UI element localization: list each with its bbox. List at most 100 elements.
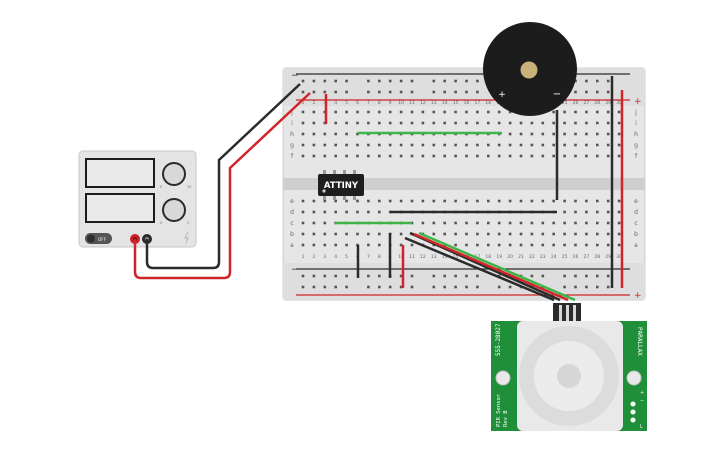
breadboard-hole[interactable]: [487, 199, 490, 203]
breadboard-hole[interactable]: [552, 154, 555, 158]
breadboard-hole[interactable]: [432, 110, 436, 114]
breadboard-hole[interactable]: [301, 285, 305, 289]
breadboard-hole[interactable]: [312, 110, 316, 114]
breadboard-hole[interactable]: [465, 221, 468, 225]
breadboard-hole[interactable]: [574, 199, 577, 203]
breadboard-hole[interactable]: [530, 143, 534, 147]
breadboard-hole[interactable]: [345, 90, 348, 94]
breadboard-hole[interactable]: [301, 121, 305, 125]
breadboard-hole[interactable]: [530, 154, 534, 158]
breadboard-hole[interactable]: [399, 285, 403, 289]
breadboard-hole[interactable]: [301, 154, 305, 158]
breadboard-hole[interactable]: [596, 232, 599, 236]
breadboard-hole[interactable]: [367, 274, 370, 278]
breadboard-hole[interactable]: [367, 285, 370, 289]
piezo-buzzer[interactable]: + −: [483, 22, 577, 116]
breadboard-hole[interactable]: [585, 110, 588, 114]
breadboard-hole[interactable]: [312, 243, 316, 247]
breadboard-hole[interactable]: [476, 199, 479, 203]
breadboard-hole[interactable]: [497, 285, 501, 289]
breadboard-hole[interactable]: [497, 232, 501, 236]
breadboard-hole[interactable]: [617, 221, 621, 225]
breadboard-hole[interactable]: [585, 90, 588, 94]
breadboard-hole[interactable]: [476, 232, 479, 236]
breadboard-hole[interactable]: [465, 274, 468, 278]
breadboard-hole[interactable]: [530, 132, 534, 136]
breadboard-hole[interactable]: [563, 210, 566, 214]
breadboard-hole[interactable]: [454, 285, 457, 289]
breadboard-hole[interactable]: [530, 243, 534, 247]
breadboard-hole[interactable]: [432, 90, 436, 94]
breadboard-hole[interactable]: [574, 90, 577, 94]
breadboard-hole[interactable]: [574, 79, 577, 83]
breadboard-hole[interactable]: [454, 154, 457, 158]
breadboard-hole[interactable]: [301, 221, 305, 225]
breadboard-hole[interactable]: [432, 79, 436, 83]
pir-wire-black-2[interactable]: [404, 236, 555, 302]
breadboard-hole[interactable]: [410, 90, 414, 94]
breadboard-hole[interactable]: [301, 143, 305, 147]
breadboard-hole[interactable]: [585, 121, 588, 125]
breadboard-hole[interactable]: [552, 121, 555, 125]
breadboard-hole[interactable]: [410, 274, 414, 278]
breadboard-hole[interactable]: [301, 90, 305, 94]
breadboard-hole[interactable]: [563, 143, 566, 147]
breadboard-hole[interactable]: [617, 143, 621, 147]
breadboard-hole[interactable]: [399, 110, 403, 114]
breadboard-hole[interactable]: [345, 143, 348, 147]
breadboard-hole[interactable]: [508, 121, 512, 125]
breadboard-hole[interactable]: [487, 143, 490, 147]
breadboard-hole[interactable]: [454, 121, 457, 125]
breadboard-hole[interactable]: [454, 221, 457, 225]
breadboard-hole[interactable]: [487, 221, 490, 225]
breadboard-hole[interactable]: [465, 143, 468, 147]
breadboard-hole[interactable]: [356, 110, 359, 114]
breadboard-hole[interactable]: [378, 285, 381, 289]
breadboard-hole[interactable]: [312, 285, 316, 289]
breadboard-hole[interactable]: [606, 210, 610, 214]
breadboard-hole[interactable]: [519, 221, 523, 225]
breadboard-hole[interactable]: [345, 132, 348, 136]
breadboard-hole[interactable]: [334, 110, 337, 114]
breadboard-hole[interactable]: [487, 154, 490, 158]
breadboard-hole[interactable]: [367, 243, 370, 247]
breadboard-hole[interactable]: [585, 221, 588, 225]
breadboard-hole[interactable]: [465, 121, 468, 125]
breadboard-hole[interactable]: [541, 199, 545, 203]
breadboard-hole[interactable]: [432, 121, 436, 125]
breadboard-hole[interactable]: [541, 243, 545, 247]
breadboard-hole[interactable]: [465, 154, 468, 158]
breadboard-hole[interactable]: [596, 90, 599, 94]
breadboard-hole[interactable]: [345, 285, 348, 289]
breadboard-hole[interactable]: [410, 199, 414, 203]
breadboard-hole[interactable]: [334, 274, 337, 278]
breadboard-hole[interactable]: [530, 199, 534, 203]
breadboard-hole[interactable]: [323, 79, 327, 83]
breadboard-hole[interactable]: [312, 221, 316, 225]
breadboard-hole[interactable]: [367, 121, 370, 125]
breadboard-hole[interactable]: [563, 232, 566, 236]
breadboard-hole[interactable]: [399, 79, 403, 83]
breadboard-hole[interactable]: [356, 132, 359, 136]
breadboard-hole[interactable]: [443, 143, 446, 147]
breadboard-hole[interactable]: [421, 221, 425, 225]
breadboard-hole[interactable]: [606, 110, 610, 114]
breadboard-hole[interactable]: [323, 243, 327, 247]
breadboard-hole[interactable]: [476, 221, 479, 225]
breadboard-hole[interactable]: [574, 210, 577, 214]
breadboard-hole[interactable]: [617, 121, 621, 125]
breadboard-hole[interactable]: [356, 199, 359, 203]
breadboard-hole[interactable]: [378, 79, 381, 83]
breadboard-hole[interactable]: [378, 210, 381, 214]
breadboard-hole[interactable]: [421, 154, 425, 158]
breadboard-hole[interactable]: [454, 199, 457, 203]
breadboard-hole[interactable]: [312, 274, 316, 278]
breadboard-hole[interactable]: [432, 143, 436, 147]
breadboard-hole[interactable]: [443, 285, 446, 289]
breadboard-hole[interactable]: [454, 274, 457, 278]
breadboard-hole[interactable]: [497, 121, 501, 125]
breadboard-hole[interactable]: [443, 90, 446, 94]
breadboard-hole[interactable]: [465, 90, 468, 94]
breadboard-hole[interactable]: [596, 121, 599, 125]
breadboard-hole[interactable]: [617, 243, 621, 247]
